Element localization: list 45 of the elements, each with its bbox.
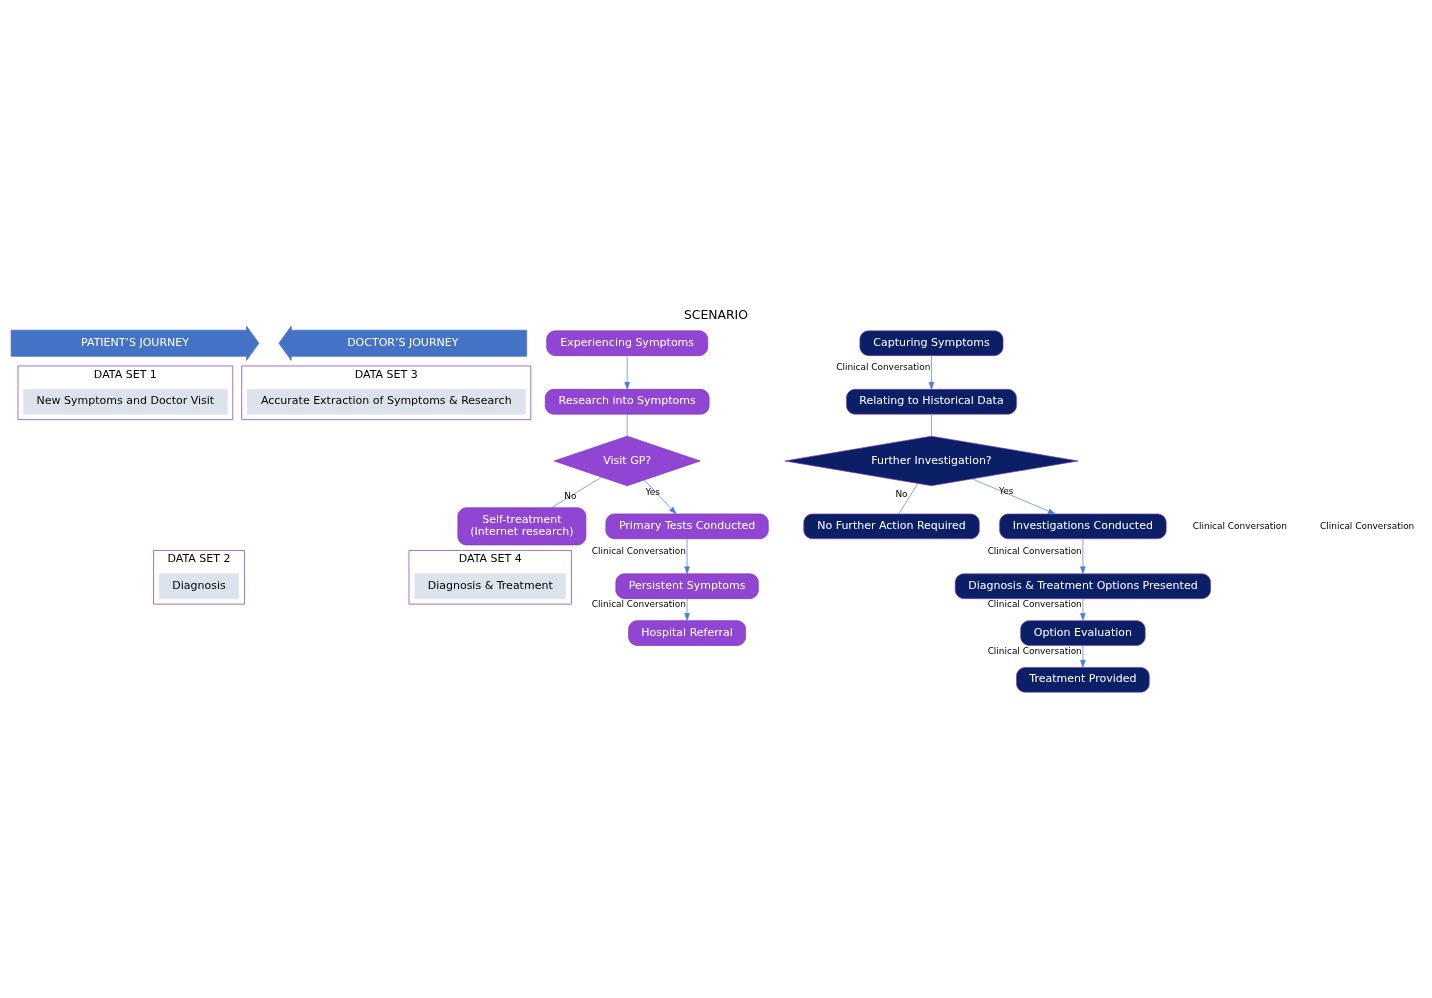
arrow: [1080, 644, 1086, 667]
arrow: [928, 354, 935, 390]
node-box: Diagnosis & Treatment Options Presented: [954, 573, 1211, 599]
node-box: Self-treatment (Internet research): [457, 506, 587, 545]
node-box: Hospital Referral: [628, 619, 746, 646]
connector: [931, 413, 932, 436]
label: Clinical Conversation: [1192, 520, 1287, 531]
arrow: [684, 598, 690, 621]
node-box: No Further Action Required: [803, 513, 980, 539]
node-box: Capturing Symptoms: [859, 330, 1004, 356]
arrow: [1080, 598, 1086, 621]
connector: [898, 482, 919, 514]
node-box: New Symptoms and Doctor Visit: [23, 388, 228, 414]
node-box: Option Evaluation: [1020, 619, 1146, 646]
edge-label: Yes: [998, 485, 1014, 496]
arrow: [971, 478, 1056, 514]
node-diamond: Further Investigation?: [784, 435, 1079, 486]
edge-label: Clinical Conversation: [987, 545, 1082, 556]
diagram-title: SCENARIO: [683, 306, 749, 322]
node-box: Diagnosis & Treatment: [414, 573, 566, 599]
edge-label: Clinical Conversation: [836, 361, 931, 372]
edge-label: Yes: [645, 486, 660, 497]
node-box: Treatment Provided: [1016, 666, 1150, 693]
node-diamond: Visit GP?: [553, 435, 701, 486]
edge-label: Clinical Conversation: [987, 598, 1082, 609]
edge-label: No: [564, 490, 577, 501]
node-box: Accurate Extraction of Symptoms & Research: [246, 388, 526, 414]
node-box: Experiencing Symptoms: [546, 330, 709, 356]
connector: [551, 476, 603, 508]
node-box: Persistent Symptoms: [615, 573, 759, 599]
arrow: [644, 479, 677, 514]
node-box: Investigations Conducted: [999, 513, 1167, 539]
edge-label: No: [895, 488, 908, 499]
connector: [626, 413, 628, 436]
node-box: Research into Symptoms: [544, 388, 710, 414]
arrow: [624, 354, 630, 390]
arrow: [1080, 538, 1086, 574]
node-box: Diagnosis: [159, 573, 239, 599]
edge-label: Clinical Conversation: [591, 545, 686, 556]
arrow: [684, 538, 690, 574]
node-box: Relating to Historical Data: [846, 388, 1017, 414]
edge-label: Clinical Conversation: [987, 645, 1082, 656]
node-box: Primary Tests Conducted: [605, 513, 769, 539]
edge-label: Clinical Conversation: [591, 598, 686, 609]
label: Clinical Conversation: [1320, 520, 1415, 531]
